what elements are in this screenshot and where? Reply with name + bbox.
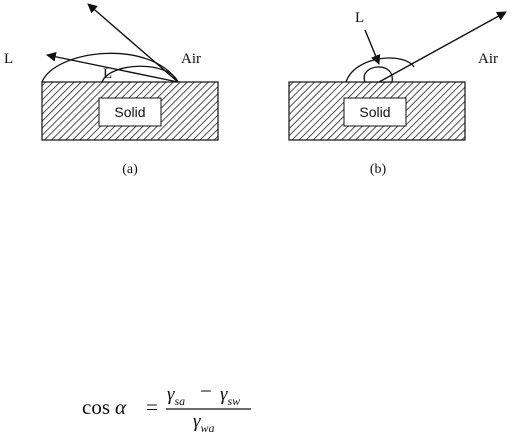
panel-b: Solid L Air (b) (289, 10, 506, 177)
label-air: Air (478, 51, 498, 67)
droplet (364, 67, 392, 82)
arrow-to-droplet (365, 30, 379, 64)
solid-label: Solid (359, 104, 390, 120)
gamma-sw: γsw (220, 384, 240, 408)
caption-a: (a) (122, 162, 138, 177)
caption-b: (b) (370, 162, 387, 177)
gamma-wa: γwa (193, 411, 215, 434)
label-L-outside: L (4, 51, 13, 67)
equation-minus: − (200, 379, 212, 403)
solid-label: Solid (114, 104, 145, 120)
label-air: Air (181, 51, 201, 67)
label-L: L (355, 10, 364, 26)
panel-a: Solid L L Air (a) (4, 4, 218, 177)
label-L-drop: L (103, 66, 112, 82)
arrow-up-right (379, 12, 506, 82)
gamma-sa: γsa (167, 384, 185, 408)
arrow-up-left (88, 4, 178, 82)
equation-equals: = (146, 395, 158, 419)
